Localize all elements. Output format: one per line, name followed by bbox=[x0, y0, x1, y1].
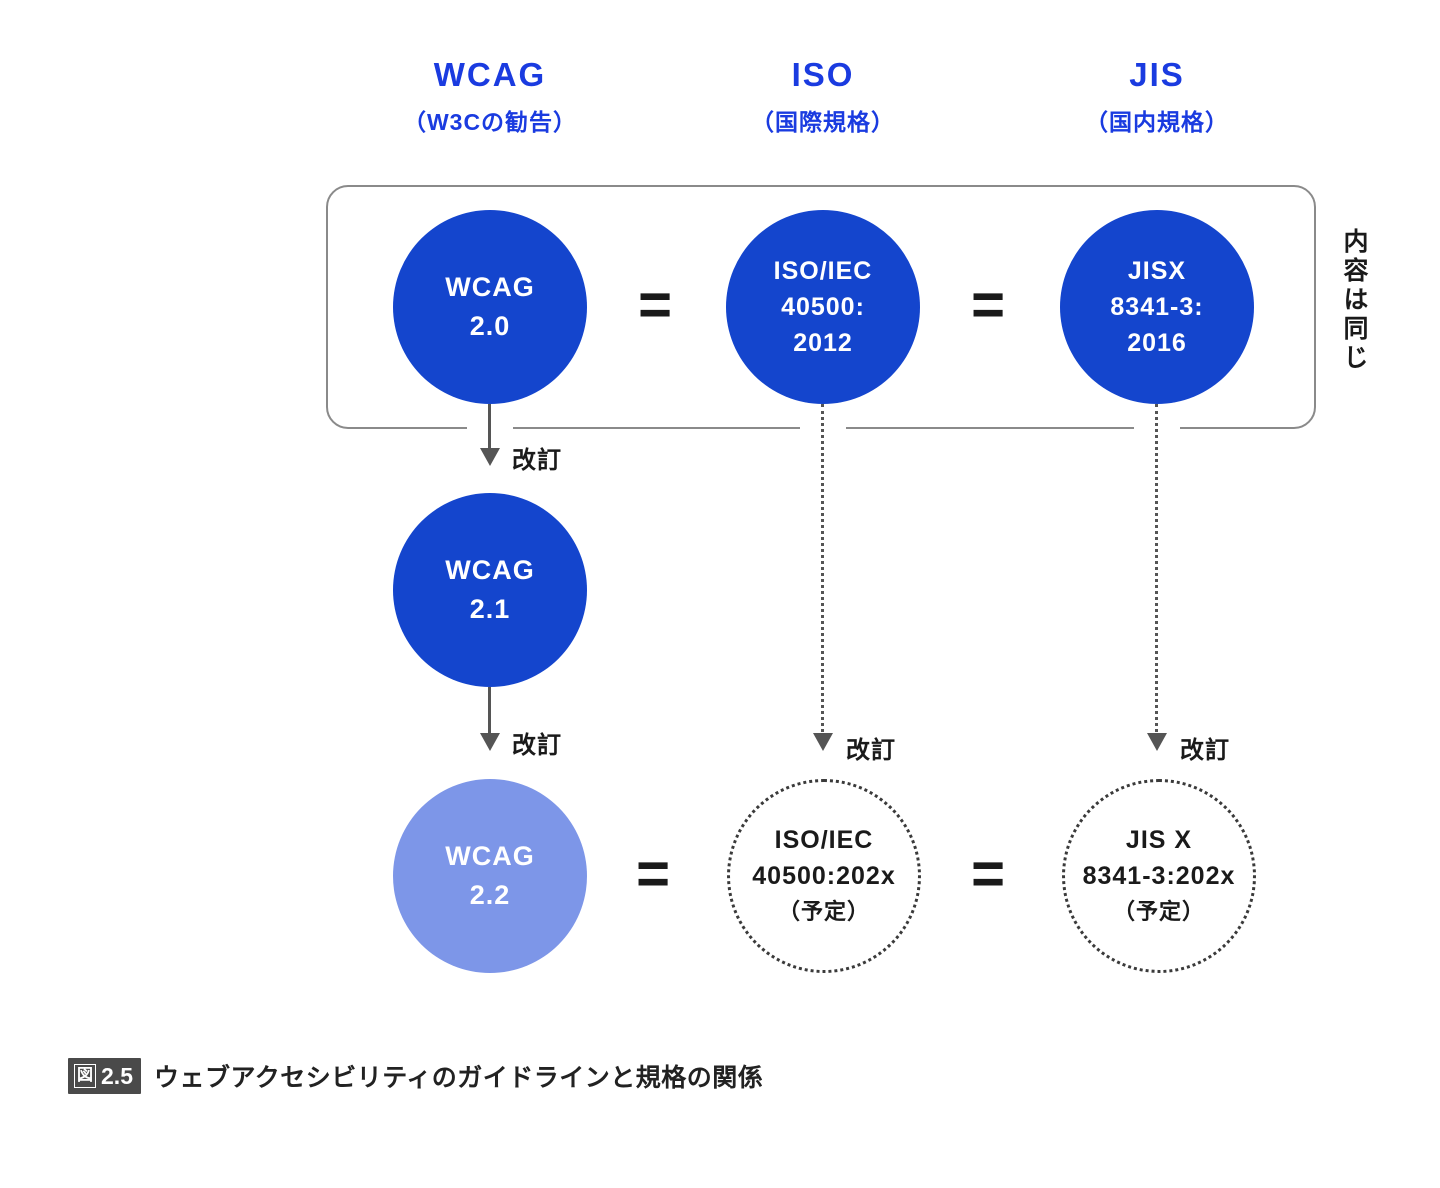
node-line: （予定） bbox=[777, 899, 870, 924]
revision-arrow-shaft-dotted bbox=[1155, 404, 1158, 732]
node-line: 8341-3: bbox=[1110, 293, 1204, 321]
revision-arrow-shaft-dotted bbox=[821, 404, 824, 732]
node-jis-8341-2016: JISX 8341-3: 2016 bbox=[1060, 210, 1254, 404]
column-subtitle: （国内規格） bbox=[1085, 109, 1229, 135]
node-line: 2016 bbox=[1127, 329, 1187, 357]
equals-icon: = bbox=[971, 270, 1005, 339]
figure-caption: 図 2.5 ウェブアクセシビリティのガイドラインと規格の関係 bbox=[68, 1058, 763, 1094]
node-line: 2.0 bbox=[469, 311, 511, 341]
same-content-label: 内容は同じ bbox=[1340, 228, 1368, 373]
column-header-wcag: WCAG （W3Cの勧告） bbox=[330, 56, 650, 137]
node-line: WCAG bbox=[445, 272, 535, 302]
arrow-down-icon bbox=[480, 733, 500, 751]
node-line: 40500:202x bbox=[752, 862, 896, 890]
node-wcag-2-1: WCAG 2.1 bbox=[393, 493, 587, 687]
arrow-down-icon bbox=[1147, 733, 1167, 751]
column-title: JIS bbox=[1129, 56, 1185, 93]
column-title: ISO bbox=[791, 56, 855, 93]
node-jis-8341-202x: JIS X 8341-3:202x （予定） bbox=[1062, 779, 1256, 973]
figure-caption-text: ウェブアクセシビリティのガイドラインと規格の関係 bbox=[154, 1064, 764, 1092]
arrow-down-icon bbox=[480, 448, 500, 466]
figure-number-badge: 図 2.5 bbox=[68, 1058, 141, 1094]
column-title: WCAG bbox=[433, 56, 547, 93]
column-subtitle: （国際規格） bbox=[751, 109, 895, 135]
node-line: WCAG bbox=[445, 555, 535, 585]
figure-badge-kanji: 図 bbox=[74, 1064, 97, 1088]
column-header-jis: JIS （国内規格） bbox=[997, 56, 1317, 137]
revision-label: 改訂 bbox=[512, 732, 562, 759]
equals-icon: = bbox=[636, 839, 670, 908]
node-line: WCAG bbox=[445, 841, 535, 871]
revision-arrow-shaft bbox=[488, 687, 491, 735]
node-line: 2.2 bbox=[469, 880, 511, 910]
node-iso-40500-2012: ISO/IEC 40500: 2012 bbox=[726, 210, 920, 404]
node-line: ISO/IEC bbox=[773, 257, 873, 285]
node-line: ISO/IEC bbox=[774, 826, 874, 854]
equals-icon: = bbox=[638, 270, 672, 339]
node-iso-40500-202x: ISO/IEC 40500:202x （予定） bbox=[727, 779, 921, 973]
node-line: JISX bbox=[1127, 257, 1187, 285]
figure-badge-number: 2.5 bbox=[101, 1063, 133, 1089]
revision-label: 改訂 bbox=[1180, 737, 1230, 764]
arrow-down-icon bbox=[813, 733, 833, 751]
node-line: 2.1 bbox=[469, 594, 511, 624]
revision-arrow-shaft bbox=[488, 404, 491, 450]
equals-icon: = bbox=[971, 839, 1005, 908]
node-line: 8341-3:202x bbox=[1082, 862, 1236, 890]
column-subtitle: （W3Cの勧告） bbox=[402, 109, 578, 135]
node-line: JIS X bbox=[1125, 826, 1193, 854]
node-line: （予定） bbox=[1112, 899, 1205, 924]
revision-label: 改訂 bbox=[512, 447, 562, 474]
node-line: 40500: bbox=[781, 293, 865, 321]
revision-label: 改訂 bbox=[846, 737, 896, 764]
column-header-iso: ISO （国際規格） bbox=[663, 56, 983, 137]
node-wcag-2-2: WCAG 2.2 bbox=[393, 779, 587, 973]
node-line: 2012 bbox=[793, 329, 853, 357]
node-wcag-2-0: WCAG 2.0 bbox=[393, 210, 587, 404]
